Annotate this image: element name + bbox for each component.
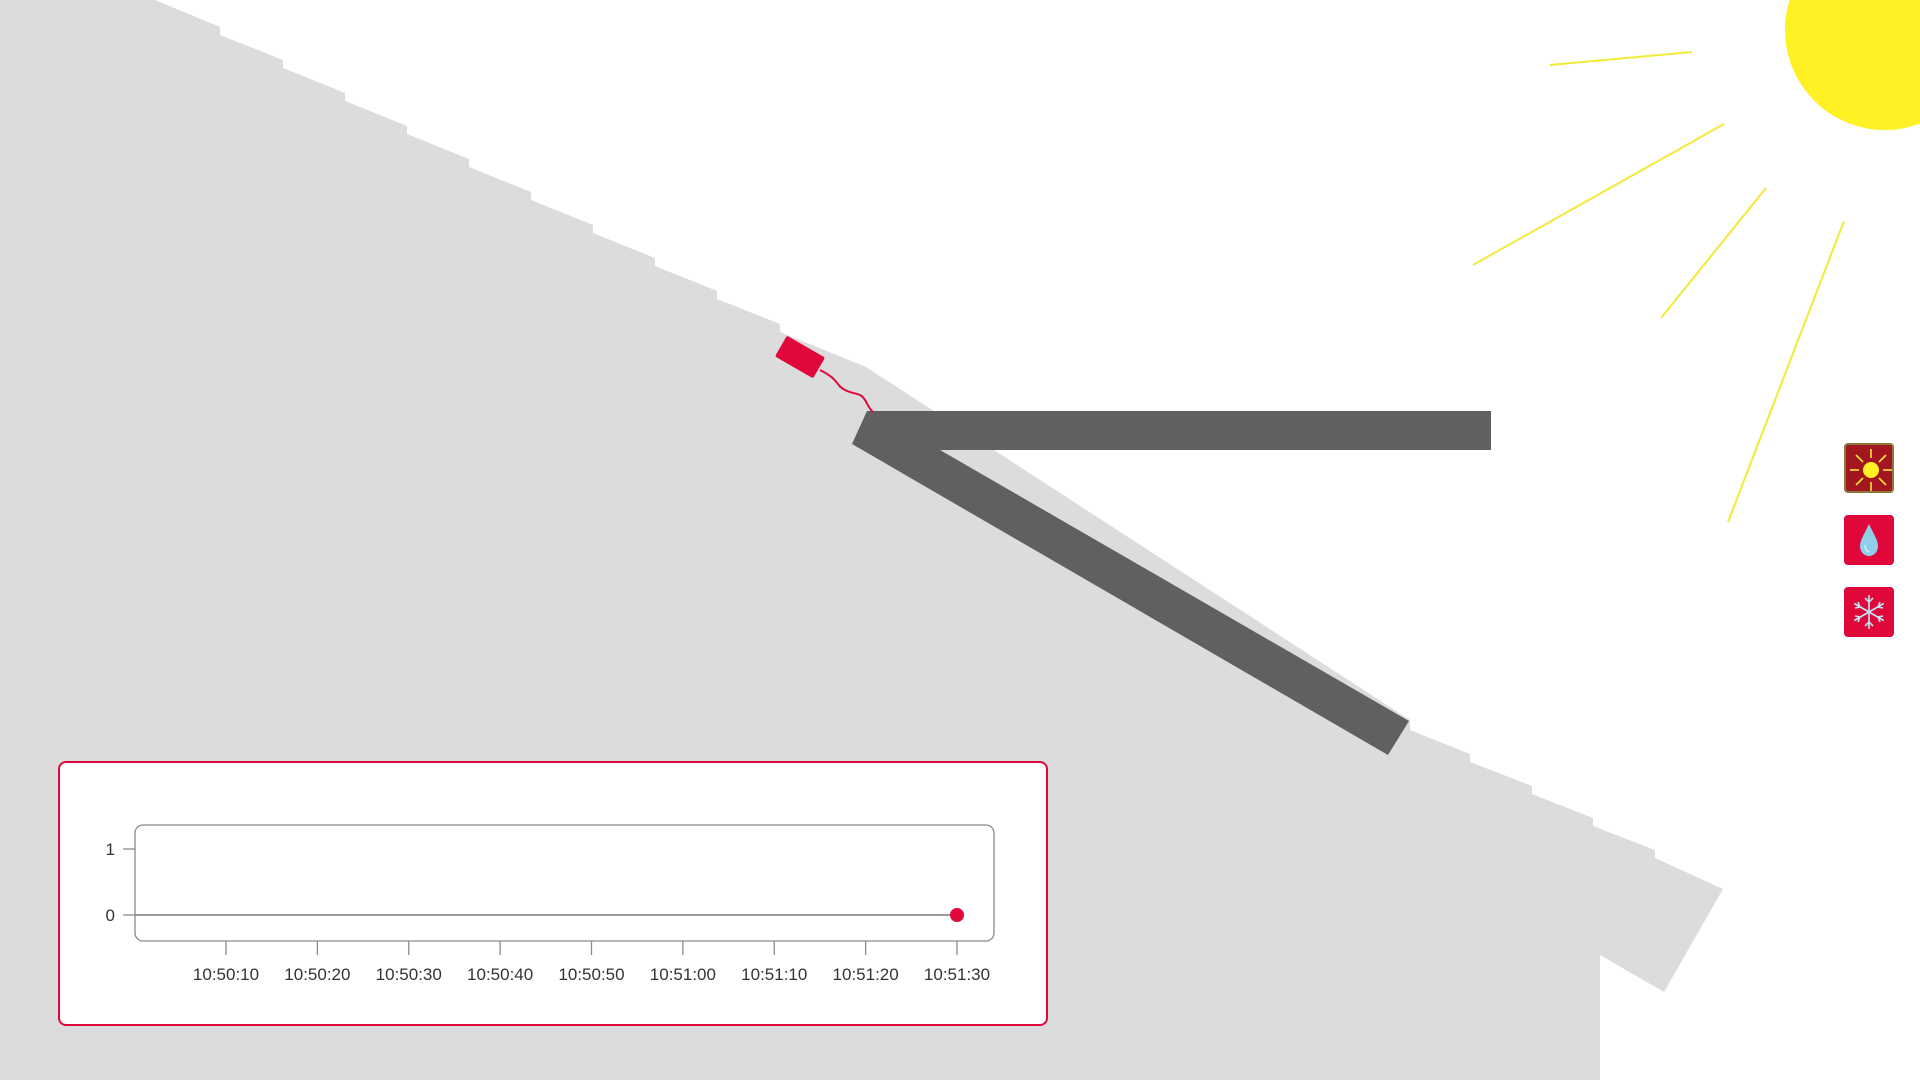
sensor-device[interactable] bbox=[775, 336, 825, 379]
rain-weather-button[interactable] bbox=[1844, 515, 1894, 565]
water-drop-icon bbox=[1860, 524, 1878, 556]
plot-area bbox=[134, 824, 995, 942]
y-axis: 01 bbox=[106, 840, 135, 925]
y-tick-label: 0 bbox=[106, 906, 115, 925]
sun-ray bbox=[1727, 220, 1845, 523]
x-axis: 10:50:10 10:50:20 10:50:30 10:50:40 10:50:50… bbox=[193, 941, 990, 984]
x-tick-label: 10:50:20 bbox=[284, 965, 350, 984]
x-tick-label: 10:50:10 bbox=[193, 965, 259, 984]
sun-icon bbox=[1850, 449, 1892, 491]
x-tick-label: 10:50:30 bbox=[376, 965, 442, 984]
sun-rays bbox=[1472, 51, 1845, 523]
x-tick-label: 10:51:20 bbox=[833, 965, 899, 984]
x-tick-label: 10:51:30 bbox=[924, 965, 990, 984]
sun-ray bbox=[1549, 51, 1693, 66]
sun bbox=[1785, 0, 1920, 130]
snow-weather-button[interactable] bbox=[1844, 587, 1894, 637]
x-tick-label: 10:51:00 bbox=[650, 965, 716, 984]
sensor-cable bbox=[819, 369, 874, 413]
support-beam bbox=[852, 411, 1491, 755]
snowflake-icon bbox=[1853, 595, 1885, 629]
data-point bbox=[950, 908, 964, 922]
x-tick-label: 10:50:50 bbox=[558, 965, 624, 984]
sun-weather-button[interactable] bbox=[1844, 443, 1894, 493]
series-layer bbox=[135, 908, 964, 922]
x-tick-label: 10:50:40 bbox=[467, 965, 533, 984]
x-tick-label: 10:51:10 bbox=[741, 965, 807, 984]
sun-ray bbox=[1472, 123, 1725, 266]
sun-ray bbox=[1660, 187, 1767, 319]
y-tick-label: 1 bbox=[106, 840, 115, 859]
